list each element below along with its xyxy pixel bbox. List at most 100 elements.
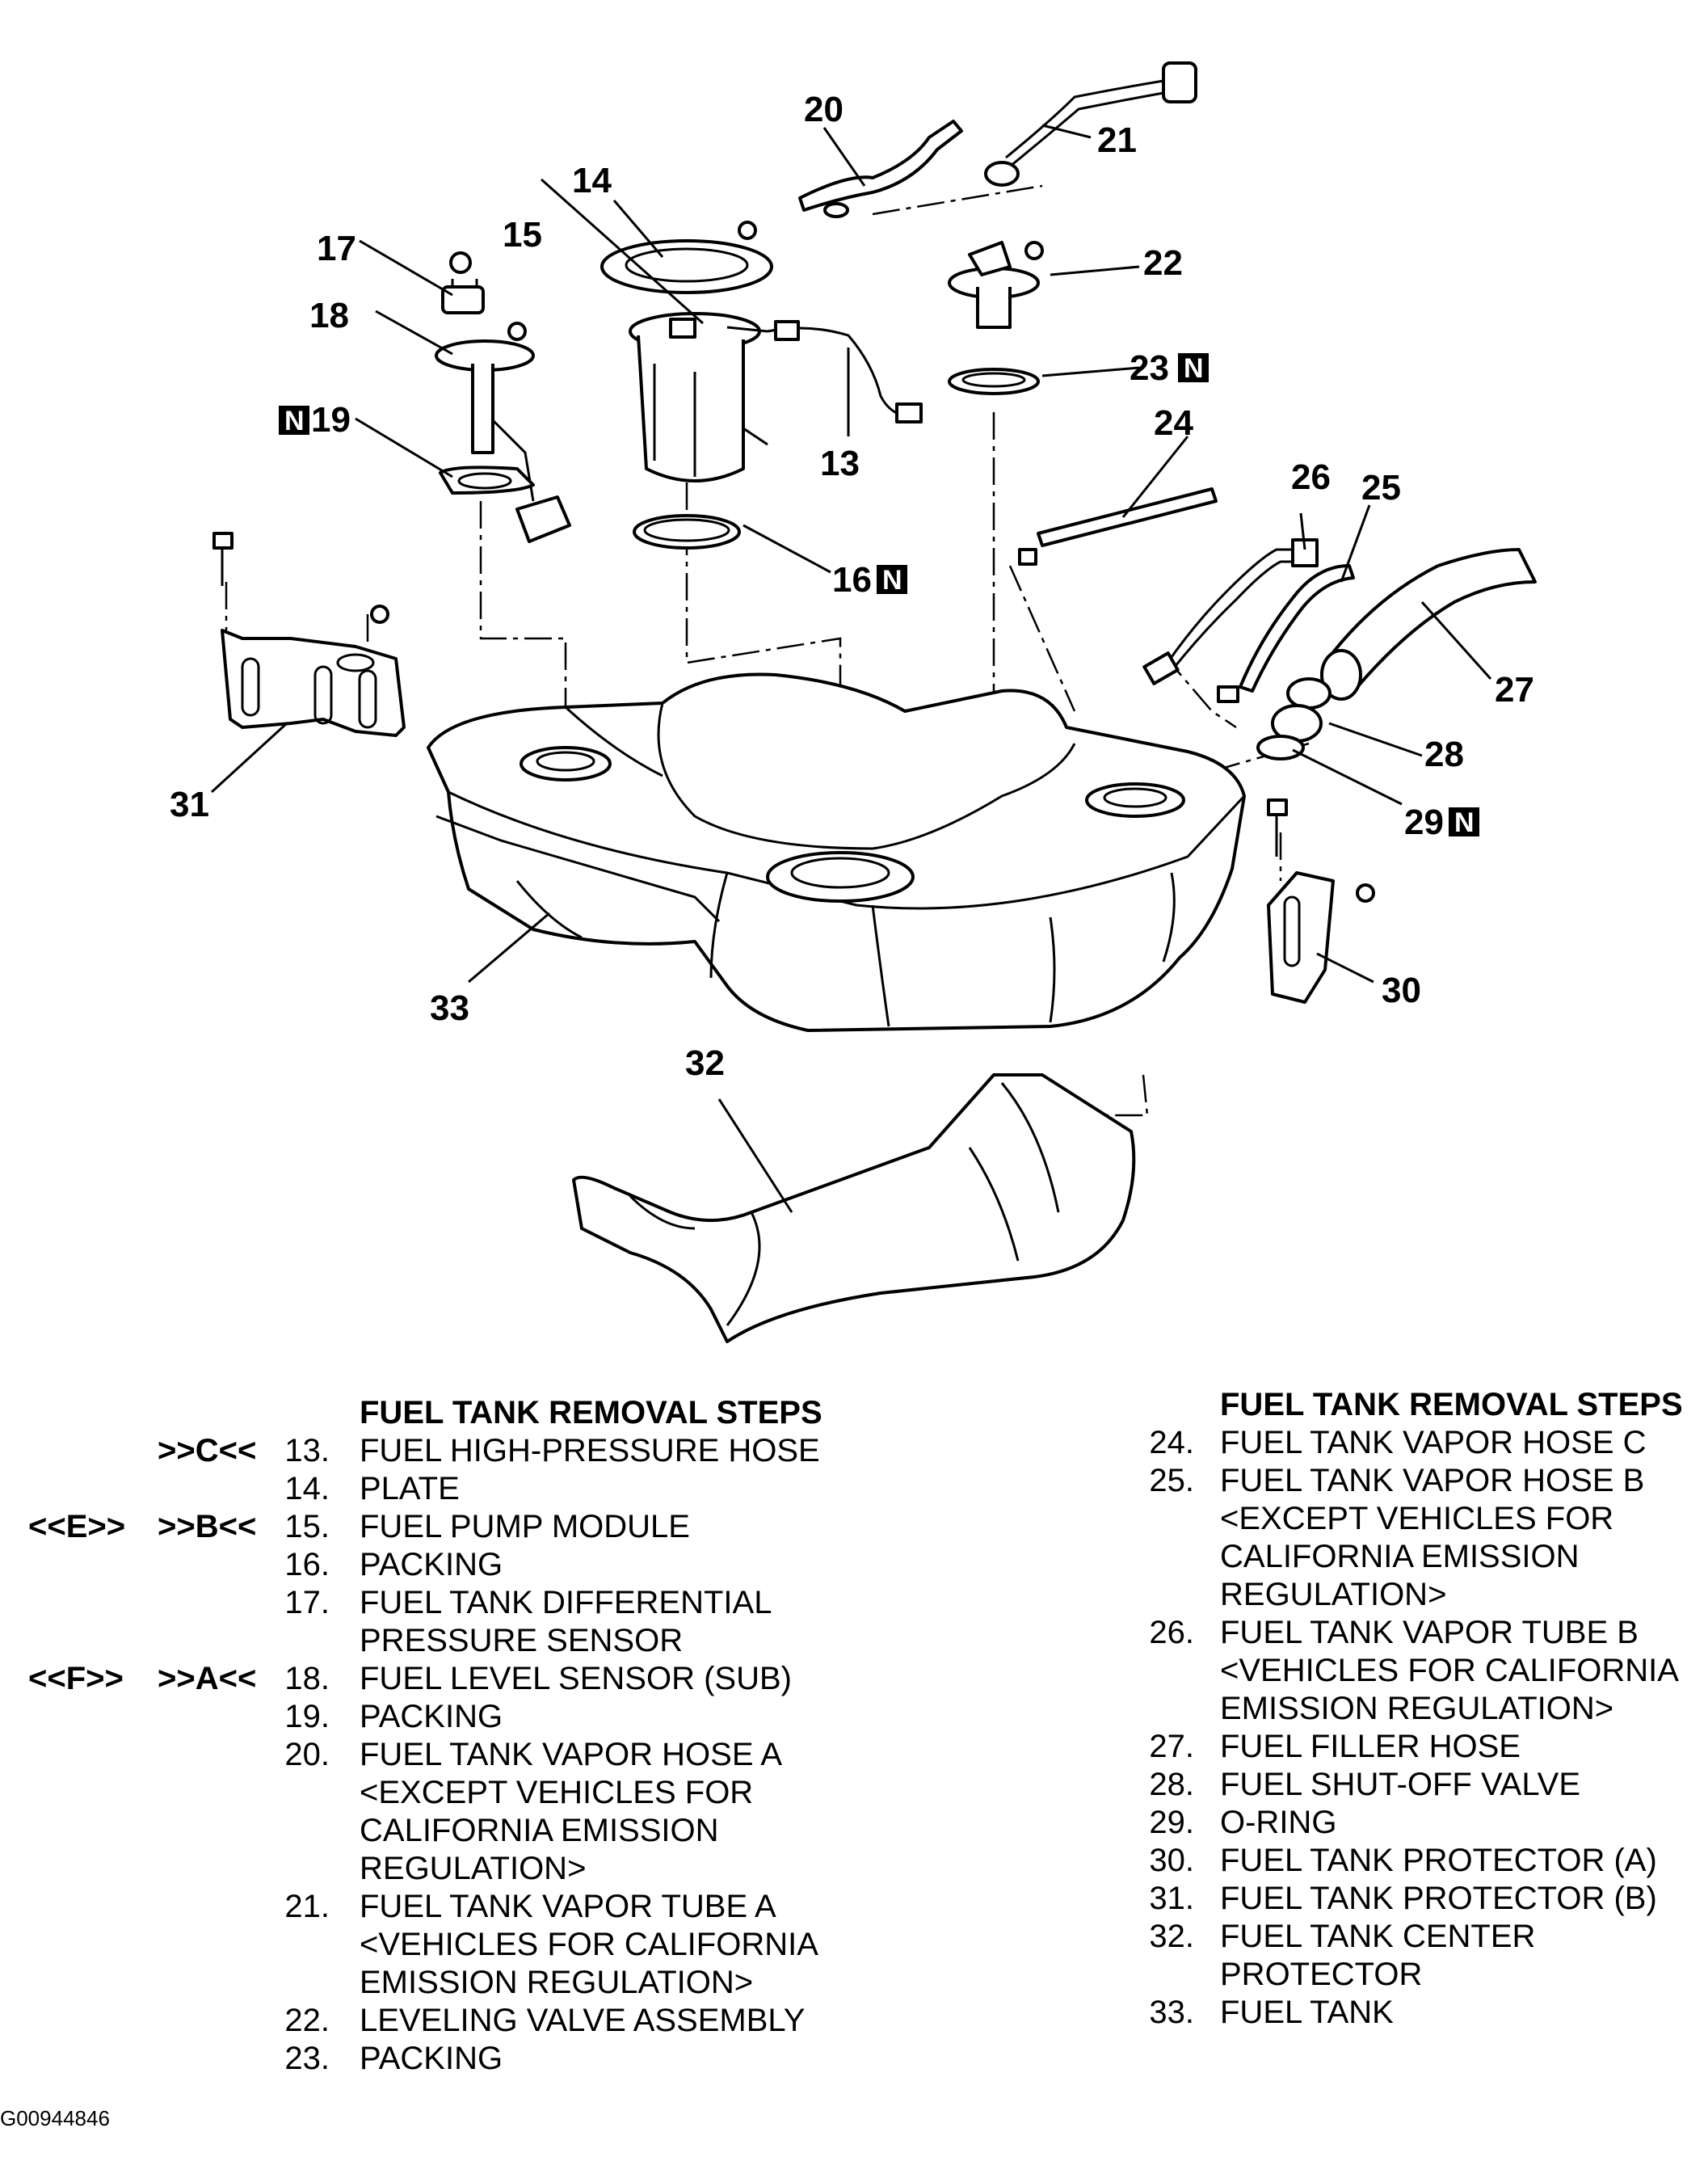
callout-29: 29 bbox=[1404, 803, 1444, 842]
step-number: 33. bbox=[1149, 1995, 1194, 2030]
callout-32: 32 bbox=[685, 1043, 725, 1083]
callout-28: 28 bbox=[1424, 735, 1464, 774]
step-number: 13. bbox=[284, 1433, 330, 1468]
callout-17: 17 bbox=[317, 229, 356, 268]
callout-24: 24 bbox=[1154, 403, 1193, 443]
callout-14: 14 bbox=[572, 161, 612, 200]
step-text-line: PACKING bbox=[360, 1547, 503, 1582]
step-text-line: FUEL TANK VAPOR TUBE B bbox=[1220, 1615, 1639, 1650]
step-text: PACKING bbox=[360, 1698, 503, 1736]
fuel-shut-off-valve bbox=[1271, 677, 1331, 743]
step-number: 25. bbox=[1149, 1463, 1194, 1498]
fuel-level-sensor bbox=[435, 322, 571, 543]
step-number: 20. bbox=[284, 1737, 330, 1772]
step-text: FUEL TANK bbox=[1220, 1994, 1394, 2032]
step-number: 32. bbox=[1149, 1919, 1194, 1954]
step-text-line: <VEHICLES FOR CALIFORNIA bbox=[360, 1927, 818, 1962]
callout-15: 15 bbox=[503, 215, 542, 255]
step-text-line: PACKING bbox=[360, 2041, 503, 2076]
step-text-line: FUEL HIGH-PRESSURE HOSE bbox=[360, 1433, 820, 1468]
step-text: FUEL SHUT-OFF VALVE bbox=[1220, 1766, 1580, 1804]
step-text-line: FUEL PUMP MODULE bbox=[360, 1509, 690, 1544]
step-number: 21. bbox=[284, 1889, 330, 1924]
step-text-line: FUEL LEVEL SENSOR (SUB) bbox=[360, 1661, 792, 1696]
step-text: O-RING bbox=[1220, 1804, 1336, 1842]
step-number: 23. bbox=[284, 2041, 330, 2076]
step-text-line: FUEL TANK VAPOR HOSE B bbox=[1220, 1463, 1645, 1498]
step-text-line: REGULATION> bbox=[1220, 1577, 1447, 1612]
step-text: FUEL TANK VAPOR HOSE B<EXCEPT VEHICLES F… bbox=[1220, 1462, 1644, 1614]
fuel-tank-center-protector bbox=[572, 1073, 1136, 1343]
callout-19: 19 bbox=[311, 400, 351, 440]
step-number: 15. bbox=[284, 1509, 330, 1544]
step-number: 18. bbox=[284, 1661, 330, 1696]
step-number: 26. bbox=[1149, 1615, 1194, 1650]
figure-code: G00944846 bbox=[0, 2106, 110, 2130]
callout-16: 16 bbox=[832, 560, 872, 600]
callout-22: 22 bbox=[1143, 243, 1183, 283]
step-text-line: FUEL TANK VAPOR HOSE A bbox=[360, 1737, 783, 1772]
step-number: 29. bbox=[1149, 1805, 1194, 1840]
callout-18: 18 bbox=[309, 296, 349, 335]
step-mark-install: >>A<< bbox=[158, 1661, 257, 1696]
packing-19 bbox=[439, 466, 535, 495]
step-text: FUEL TANK VAPOR HOSE A<EXCEPT VEHICLES F… bbox=[360, 1736, 782, 1888]
fuel-filler-hose bbox=[1320, 548, 1537, 701]
step-number: 28. bbox=[1149, 1767, 1194, 1802]
left-steps-header: FUEL TANK REMOVAL STEPS bbox=[360, 1395, 822, 1430]
step-mark-install: >>B<< bbox=[158, 1509, 257, 1544]
step-text-line: CALIFORNIA EMISSION bbox=[360, 1813, 719, 1848]
step-number: 31. bbox=[1149, 1881, 1194, 1916]
vapor-tube-a bbox=[984, 61, 1197, 187]
leveling-valve-assembly bbox=[948, 241, 1044, 329]
callout-13: 13 bbox=[820, 444, 860, 483]
callout-27: 27 bbox=[1495, 670, 1534, 710]
step-text-line: FUEL TANK DIFFERENTIAL bbox=[360, 1585, 772, 1620]
right-steps-header: FUEL TANK REMOVAL STEPS bbox=[1220, 1387, 1683, 1422]
callout-23: 23 bbox=[1130, 348, 1169, 388]
callout-31: 31 bbox=[170, 785, 209, 824]
step-text-line: EMISSION REGULATION> bbox=[360, 1965, 754, 2000]
left-removal-steps: FUEL TANK REMOVAL STEPS >>C<< 13. FUEL HIG… bbox=[0, 1394, 824, 2105]
step-number: 16. bbox=[284, 1547, 330, 1582]
step-text-line: FUEL TANK PROTECTOR (A) bbox=[1220, 1843, 1657, 1878]
step-text-line: FUEL TANK bbox=[1220, 1995, 1394, 2030]
fuel-pump-module bbox=[629, 312, 923, 482]
step-text-line: PRESSURE SENSOR bbox=[360, 1623, 684, 1658]
new-part-mark-16 bbox=[877, 565, 907, 594]
new-part-mark-23-letter: N bbox=[1184, 353, 1204, 384]
vapor-hose-c bbox=[1018, 487, 1218, 566]
fuel-tank-protector-b bbox=[212, 532, 406, 737]
step-number: 30. bbox=[1149, 1843, 1194, 1878]
step-text-line: PLATE bbox=[360, 1471, 460, 1506]
new-part-mark-29-letter: N bbox=[1454, 807, 1475, 838]
exploded-diagram: 20 21 14 15 17 22 18 23 N 24 N 19 13 26 … bbox=[170, 61, 1537, 1343]
step-text-line: LEVELING VALVE ASSEMBLY bbox=[360, 2003, 806, 2038]
packing-23 bbox=[948, 368, 1040, 395]
step-text-line: FUEL TANK VAPOR HOSE C bbox=[1220, 1425, 1647, 1460]
differential-pressure-sensor bbox=[441, 251, 485, 314]
step-text: FUEL TANK VAPOR TUBE A<VEHICLES FOR CALI… bbox=[360, 1888, 818, 2002]
plate bbox=[600, 221, 773, 294]
step-text-line: <EXCEPT VEHICLES FOR bbox=[1220, 1501, 1614, 1536]
step-text: FUEL TANK VAPOR HOSE C bbox=[1220, 1424, 1647, 1462]
step-text-line: FUEL TANK PROTECTOR (B) bbox=[1220, 1881, 1657, 1916]
step-mark-install: >>C<< bbox=[158, 1433, 257, 1468]
callout-33: 33 bbox=[430, 988, 469, 1028]
leader-lines bbox=[210, 124, 1492, 1213]
fuel-tank-protector-a bbox=[1267, 798, 1375, 1004]
step-number: 22. bbox=[284, 2003, 330, 2038]
step-text-line: FUEL TANK VAPOR TUBE A bbox=[360, 1889, 776, 1924]
step-mark-removal: <<E>> bbox=[28, 1509, 126, 1544]
step-number: 19. bbox=[284, 1699, 330, 1734]
callout-labels: 20 21 14 15 17 22 18 23 N 24 N 19 13 26 … bbox=[170, 90, 1534, 1083]
step-text-line: REGULATION> bbox=[360, 1851, 587, 1886]
step-text-line: FUEL TANK CENTER bbox=[1220, 1919, 1536, 1954]
callout-25: 25 bbox=[1361, 468, 1401, 508]
step-text-line: O-RING bbox=[1220, 1805, 1337, 1840]
step-text-line: <VEHICLES FOR CALIFORNIA bbox=[1220, 1653, 1679, 1688]
step-text: FUEL TANK PROTECTOR (A) bbox=[1220, 1842, 1657, 1880]
new-part-mark-23 bbox=[1178, 353, 1209, 382]
